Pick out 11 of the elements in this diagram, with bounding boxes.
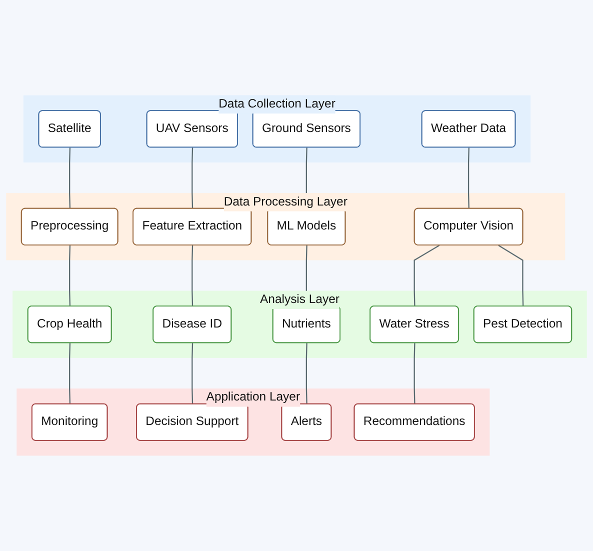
- connector: [192, 148, 194, 209]
- connector: [69, 343, 71, 404]
- connector: [414, 343, 416, 404]
- connector: [192, 245, 194, 306]
- connector: [498, 244, 524, 306]
- connector: [69, 245, 71, 306]
- connector: [192, 343, 194, 404]
- connector: [306, 343, 308, 404]
- connector: [69, 148, 71, 209]
- connector: [414, 244, 440, 306]
- connector: [468, 148, 470, 209]
